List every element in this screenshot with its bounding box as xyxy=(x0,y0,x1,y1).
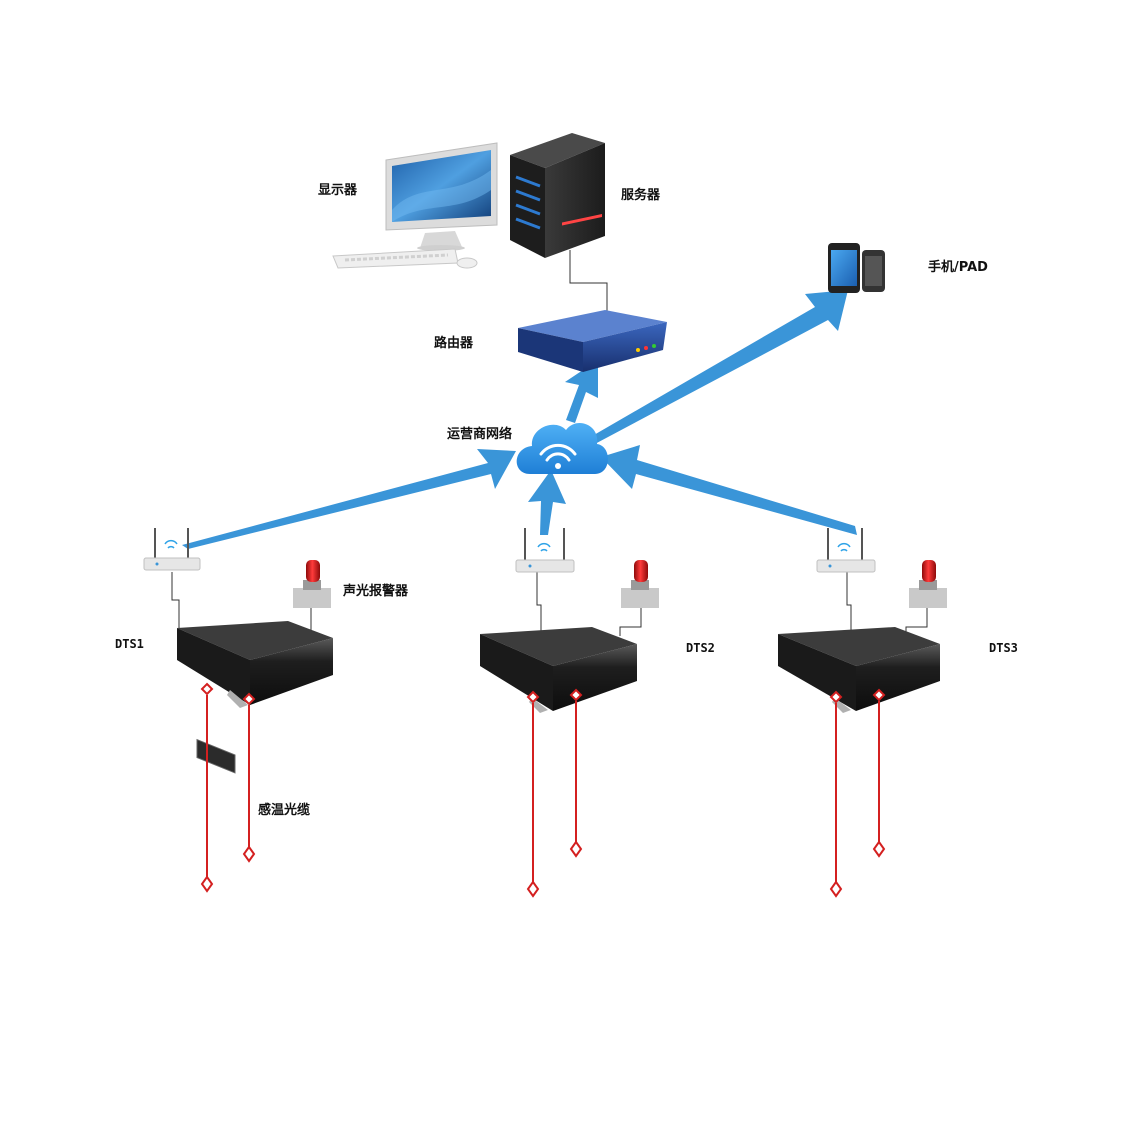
server-label: 服务器 xyxy=(621,187,661,203)
wireless-router-icon-2 xyxy=(515,528,575,573)
dts-unit-icon-3 xyxy=(778,627,940,713)
server-router-link xyxy=(569,250,608,318)
arrow-cloud-to-router xyxy=(565,360,598,423)
monitor-label: 显示器 xyxy=(318,183,358,198)
dts3-label: DTS3 xyxy=(989,641,1018,655)
alarm-beacon-icon-1 xyxy=(293,560,331,608)
dts2-label: DTS2 xyxy=(686,641,715,655)
desktop-monitor-icon xyxy=(332,142,498,269)
dts-unit-icon-1 xyxy=(177,621,333,774)
carrier-network-label: 运营商网络 xyxy=(447,426,512,442)
dts-unit-icon-2 xyxy=(480,627,637,713)
phone-tablet-icon xyxy=(828,243,885,293)
arrow-cloud-to-mobile xyxy=(587,290,848,445)
cable-dts2-b xyxy=(569,688,583,858)
server-tower-icon xyxy=(510,133,605,258)
alarm3-dts3-link xyxy=(905,608,928,636)
alarm-label: 声光报警器 xyxy=(342,583,409,599)
network-router-icon xyxy=(518,214,667,372)
router-label: 路由器 xyxy=(434,335,474,351)
wifi2-dts2-link xyxy=(536,572,542,636)
arrow-wifi2-to-cloud xyxy=(528,470,566,535)
alarm-beacon-icon-3 xyxy=(909,560,947,608)
sensing-cables xyxy=(200,682,886,898)
wireless-router-icon-3 xyxy=(816,528,876,573)
wireless-router-icon-1 xyxy=(143,528,201,571)
wifi-cloud-icon xyxy=(516,422,609,474)
cable-dts1-a xyxy=(200,682,214,893)
arrow-wifi3-to-cloud xyxy=(601,445,857,535)
alarm2-dts2-link xyxy=(619,608,642,636)
mobile-label: 手机/PAD xyxy=(928,259,988,275)
arrow-wifi1-to-cloud xyxy=(182,449,516,549)
cable-dts3-b xyxy=(872,688,886,858)
data-flow-arrows xyxy=(182,290,857,549)
wifi3-dts3-link xyxy=(846,572,852,636)
alarm-beacon-icon-2 xyxy=(621,560,659,608)
connection-lines xyxy=(171,250,928,638)
cable-dts2-a xyxy=(526,690,540,898)
cable-dts1-b xyxy=(242,692,256,863)
dts1-label: DTS1 xyxy=(115,637,144,651)
cable-dts3-a xyxy=(829,690,843,898)
wifi1-dts1-link xyxy=(171,572,180,628)
cable-label: 感温光缆 xyxy=(258,802,310,818)
